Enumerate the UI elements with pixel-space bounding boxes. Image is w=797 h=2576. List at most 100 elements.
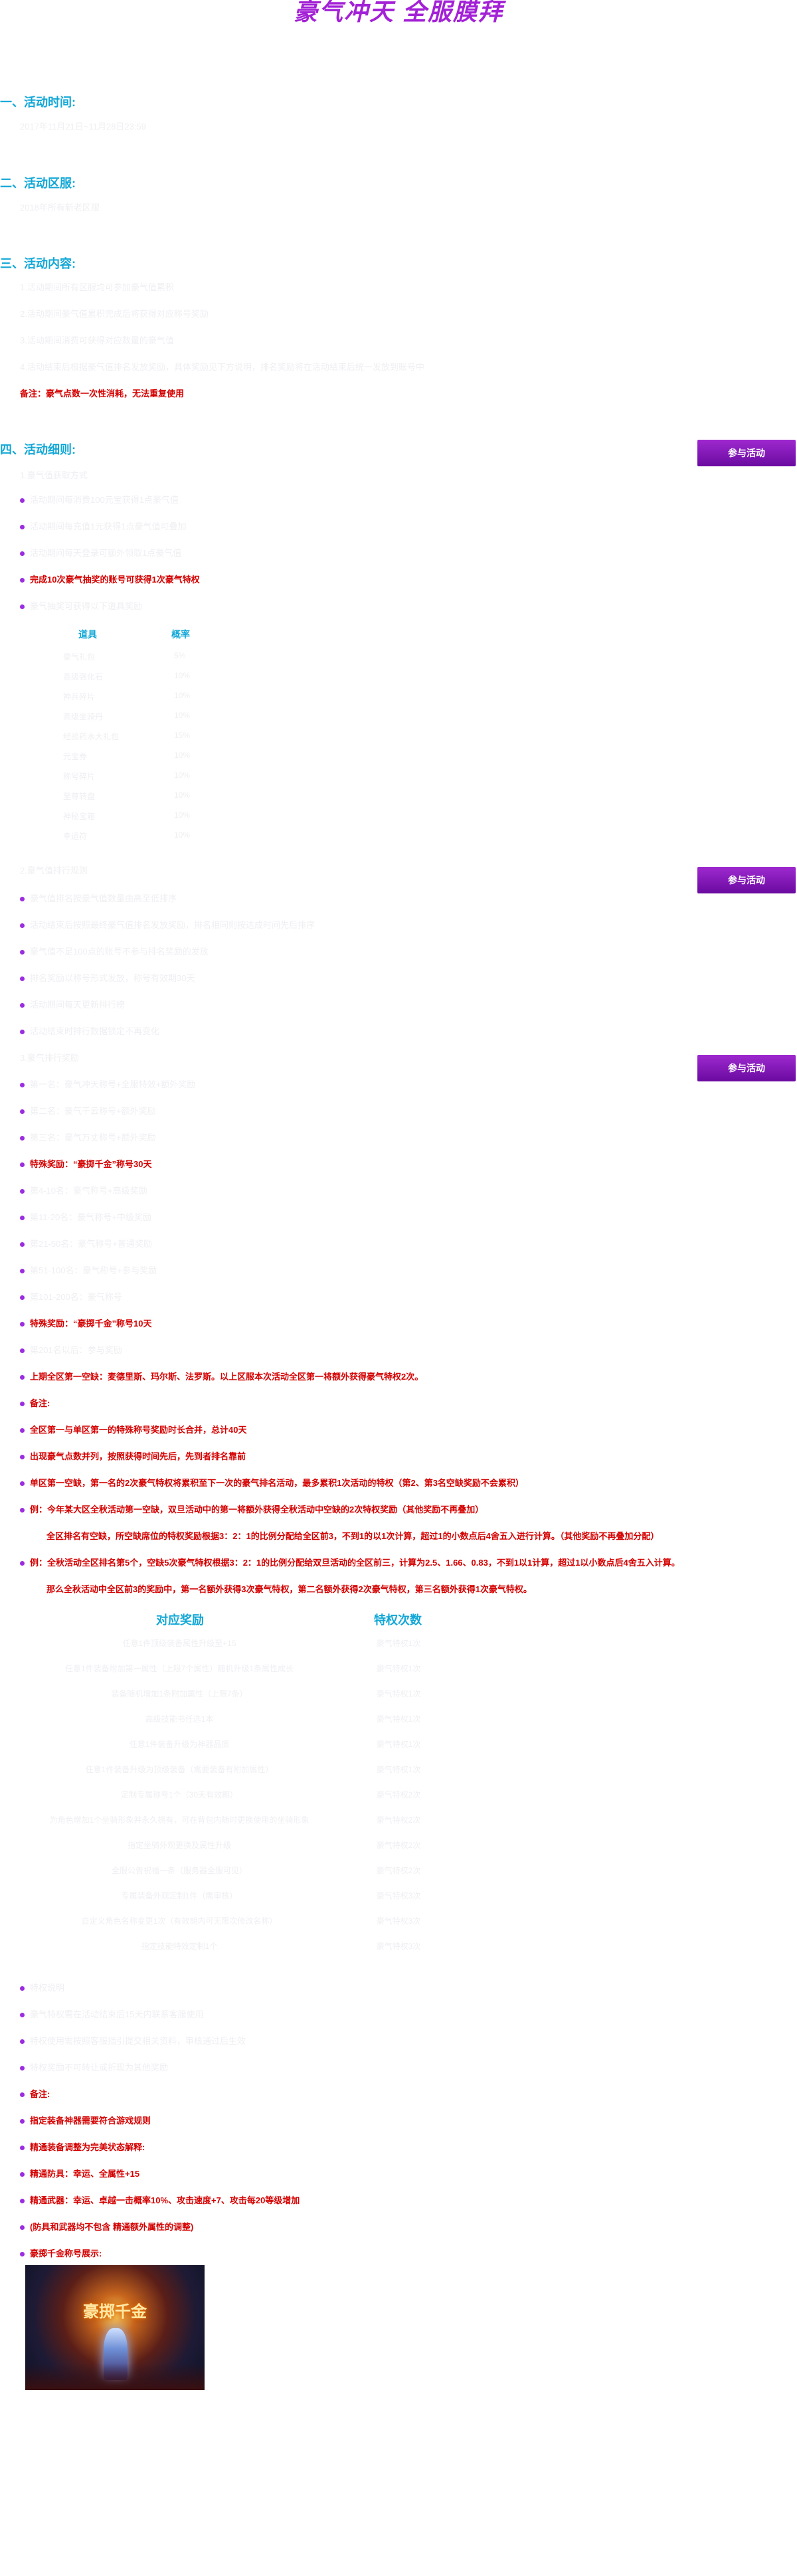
prob-table-item-cell: 元宝券 bbox=[63, 752, 88, 761]
prob-table-rate-cell: 10% bbox=[174, 830, 191, 840]
join-activity-button[interactable]: 参与活动 bbox=[697, 1055, 796, 1081]
reward-table-count-cell: 豪气特权1次 bbox=[376, 1765, 421, 1774]
rule-item: 豪气特权需在活动结束后15天内联系客服使用 bbox=[20, 2007, 203, 2020]
prob-table-rate-cell: 10% bbox=[174, 810, 191, 820]
prob-table-item-cell: 高级坐骑丹 bbox=[63, 712, 104, 721]
content-note: 备注：豪气点数一次性消耗，无法重复使用 bbox=[20, 389, 185, 399]
content-line: 3.活动期间消费可获得对应数量的豪气值 bbox=[20, 335, 174, 345]
activity-time-text: 2017年11月21日~11月28日23:59 bbox=[20, 122, 146, 132]
prob-table-rate-cell: 5% bbox=[174, 651, 186, 660]
reward-table-reward-cell: 任意1件装备附加第一属性（上限7个属性）随机升级1条属性成长 bbox=[64, 1664, 294, 1673]
prob-table-header-item: 道具 bbox=[78, 629, 97, 640]
rule-item-highlight: 特殊奖励：“豪掷千金”称号30天 bbox=[20, 1157, 151, 1170]
reward-table-count-cell: 豪气特权3次 bbox=[376, 1942, 421, 1951]
content-line: 2.活动期间豪气值累积完成后将获得对应称号奖励 bbox=[20, 309, 209, 319]
rule-item: 豪气值不足100点的账号不参与排名奖励的发放 bbox=[20, 945, 209, 957]
prob-table-rate-cell: 10% bbox=[174, 711, 191, 720]
reward-table-count-cell: 豪气特权3次 bbox=[376, 1916, 421, 1926]
join-activity-button[interactable]: 参与活动 bbox=[697, 440, 796, 466]
prob-table-rate-cell: 10% bbox=[174, 771, 191, 780]
rule-item: 豪气值排名按豪气值数量由高至低排序 bbox=[20, 891, 177, 904]
rule-item-highlight: (防具和武器均不包含 精通额外属性的调整) bbox=[20, 2220, 193, 2233]
rule-item: 特权奖励不可转让或折现为其他奖励 bbox=[20, 2061, 168, 2073]
rule-item: 特权使用需按照客服指引提交相关资料，审核通过后生效 bbox=[20, 2034, 246, 2047]
rule-item: 活动期间每充值1元获得1点豪气值可叠加 bbox=[20, 519, 186, 532]
section-title-content: 三、活动内容: bbox=[0, 257, 76, 270]
rule-item-highlight: 完成10次豪气抽奖的账号可获得1次豪气特权 bbox=[20, 573, 200, 585]
rule-item: 第101-200名：豪气称号 bbox=[20, 1290, 122, 1303]
reward-table-count-cell: 豪气特权1次 bbox=[376, 1639, 421, 1648]
rule-explanation: 那么全秋活动中全区前3的奖励中，第一名额外获得3次豪气特权，第二名额外获得2次豪… bbox=[46, 1584, 532, 1594]
reward-table-count-cell: 豪气特权1次 bbox=[376, 1664, 421, 1673]
rule-item-highlight: 备注: bbox=[20, 2087, 50, 2100]
rule-item-highlight: 例：全秋活动全区排名第5个，空缺5次豪气特权根据3：2：1的比例分配给双旦活动的… bbox=[20, 1556, 680, 1568]
rule-item: 特权说明 bbox=[20, 1981, 64, 1993]
rule-item-highlight: 出现豪气点数并列，按照获得时间先后，先到者排名靠前 bbox=[20, 1449, 246, 1462]
rule-item: 第一名：豪气冲天称号+全服特效+额外奖励 bbox=[20, 1077, 195, 1090]
rule-item: 第4-10名：豪气称号+高级奖励 bbox=[20, 1184, 147, 1196]
prob-table-item-cell: 高级强化石 bbox=[63, 672, 104, 682]
section-title-time: 一、活动时间: bbox=[0, 96, 76, 109]
reward-table-count-cell: 豪气特权2次 bbox=[376, 1815, 421, 1825]
rules-lead: 2.豪气值排行规则 bbox=[20, 866, 88, 875]
rule-item: 第11-20名：豪气称号+中级奖励 bbox=[20, 1210, 151, 1223]
prob-table-rate-cell: 10% bbox=[174, 691, 191, 700]
rule-item: 第21-50名：豪气称号+普通奖励 bbox=[20, 1237, 152, 1249]
join-activity-button[interactable]: 参与活动 bbox=[697, 867, 796, 893]
rule-item: 豪气抽奖可获得以下道具奖励 bbox=[20, 599, 142, 612]
reward-table-reward-cell: 任意1件装备升级为神器品质 bbox=[129, 1740, 230, 1749]
content-line: 4.活动结束后根据豪气值排名发放奖励，具体奖励见下方说明，排名奖励将在活动结束后… bbox=[20, 362, 424, 372]
title-preview-caption: 豪掷千金 bbox=[83, 2303, 147, 2321]
prob-table-item-cell: 称号碎片 bbox=[63, 772, 96, 781]
rule-item-highlight: 例：今年某大区全秋活动第一空缺，双旦活动中的第一将额外获得全秋活动中空缺的2次特… bbox=[20, 1503, 484, 1515]
reward-table-header-reward: 对应奖励 bbox=[156, 1613, 204, 1627]
reward-table-reward-cell: 全服公告祝福一条（服务器全服可见） bbox=[111, 1866, 247, 1875]
prob-table-rate-cell: 10% bbox=[174, 790, 191, 800]
rule-item: 活动期间每消费100元宝获得1点豪气值 bbox=[20, 493, 179, 506]
rule-item: 第二名：豪气干云称号+额外奖励 bbox=[20, 1104, 156, 1117]
reward-table-header-count: 特权次数 bbox=[374, 1613, 422, 1627]
rule-item-highlight: 特殊奖励：“豪掷千金”称号10天 bbox=[20, 1317, 151, 1329]
activity-server-text: 2018年所有新老区服 bbox=[20, 203, 100, 213]
rule-item-highlight: 豪掷千金称号展示: bbox=[20, 2247, 102, 2259]
reward-table-reward-cell: 指定技能特效定制1个 bbox=[141, 1942, 218, 1951]
reward-table-reward-cell: 指定坐骑外观更换及属性升级 bbox=[127, 1841, 231, 1850]
reward-table-reward-cell: 定制专属称号1个（30天有效期） bbox=[120, 1790, 238, 1799]
rule-item-highlight: 全区第一与单区第一的特殊称号奖励时长合并，总计40天 bbox=[20, 1423, 246, 1435]
section-title-rules: 四、活动细则: bbox=[0, 443, 76, 456]
rule-item: 排名奖励以称号形式发放，称号有效期30天 bbox=[20, 971, 195, 984]
reward-table-count-cell: 豪气特权2次 bbox=[376, 1841, 421, 1850]
content-line: 1.活动期间所有区服均可参加豪气值累积 bbox=[20, 282, 174, 292]
rule-item-highlight: 上期全区第一空缺：麦德里斯、玛尔斯、法罗斯。以上区服本次活动全区第一将额外获得豪… bbox=[20, 1370, 423, 1382]
rule-item-highlight: 指定装备神器需要符合游戏规则 bbox=[20, 2114, 151, 2126]
rule-item: 活动期间每天更新排行榜 bbox=[20, 998, 125, 1010]
scene-ground bbox=[25, 2363, 205, 2390]
reward-table-count-cell: 豪气特权2次 bbox=[376, 1866, 421, 1875]
rule-item: 活动期间每天登录可额外领取1点豪气值 bbox=[20, 546, 181, 559]
rule-item-highlight: 备注: bbox=[20, 1396, 50, 1409]
prob-table-item-cell: 经验药水大礼包 bbox=[63, 732, 120, 741]
rule-item: 第201名以后：参与奖励 bbox=[20, 1343, 122, 1356]
rules-lead: 3.豪气排行奖励 bbox=[20, 1053, 79, 1063]
rule-explanation: 全区排名有空缺，所空缺席位的特权奖励根据3：2：1的比例分配给全区前3，不到1的… bbox=[46, 1531, 660, 1541]
reward-table-reward-cell: 为角色增加1个坐骑形象并永久拥有，可在背包内随时更换使用的坐骑形象 bbox=[49, 1815, 310, 1825]
rules-lead: 1.豪气值获取方式 bbox=[20, 470, 88, 480]
rule-item-highlight: 单区第一空缺，第一名的2次豪气特权将累积至下一次的豪气排名活动，最多累积1次活动… bbox=[20, 1476, 524, 1489]
reward-table-reward-cell: 装备随机增加1条附加属性（上限7条） bbox=[111, 1689, 248, 1699]
rule-item-highlight: 精通防具：幸运、全属性+15 bbox=[20, 2167, 139, 2179]
rule-item: 活动结束后按照最终豪气值排名发放奖励，排名相同则按达成时间先后排序 bbox=[20, 918, 315, 931]
reward-table-count-cell: 豪气特权1次 bbox=[376, 1714, 421, 1724]
reward-table-count-cell: 豪气特权1次 bbox=[376, 1740, 421, 1749]
reward-table-count-cell: 豪气特权3次 bbox=[376, 1891, 421, 1900]
rule-item: 第三名：豪气万丈称号+额外奖励 bbox=[20, 1131, 156, 1143]
reward-table-reward-cell: 专属装备外观定制1件（需审核） bbox=[121, 1891, 238, 1900]
reward-table-count-cell: 豪气特权1次 bbox=[376, 1689, 421, 1699]
reward-table-reward-cell: 任意1件顶级装备属性升级至+15 bbox=[122, 1639, 236, 1648]
reward-table-reward-cell: 任意1件装备升级为顶级装备（需要装备有附加属性） bbox=[85, 1765, 274, 1774]
reward-table-count-cell: 豪气特权2次 bbox=[376, 1790, 421, 1799]
prob-table-rate-cell: 10% bbox=[174, 671, 191, 680]
prob-table-header-rate: 概率 bbox=[171, 629, 190, 640]
prob-table-item-cell: 至尊转盘 bbox=[63, 792, 96, 801]
prob-table-rate-cell: 10% bbox=[174, 751, 191, 760]
reward-table-reward-cell: 自定义角色名称变更1次（有效期内可无限次修改名称） bbox=[81, 1916, 278, 1926]
